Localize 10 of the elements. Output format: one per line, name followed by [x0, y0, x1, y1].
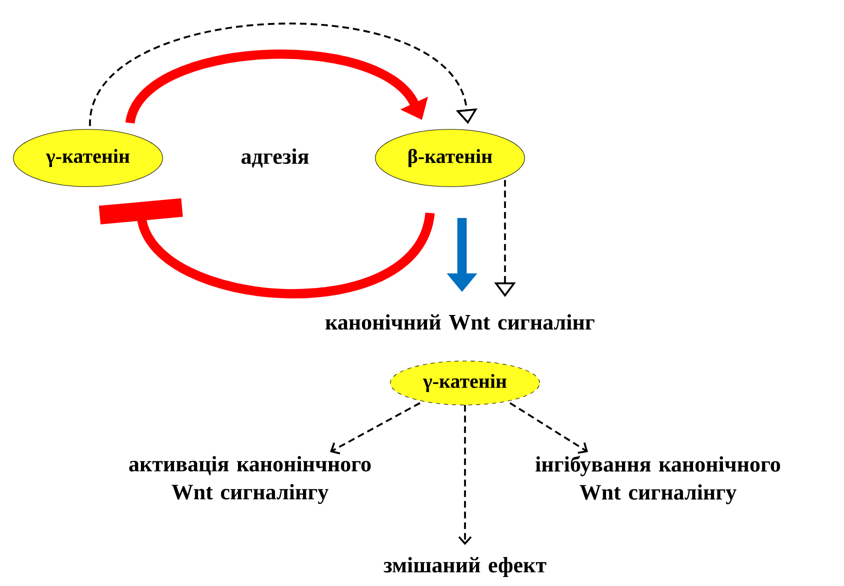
label-text: адгезія [242, 148, 309, 168]
arrow [458, 405, 472, 545]
outcome-text: інгібування канонічного Wnt сигналінгу [536, 456, 780, 504]
arrow [510, 402, 588, 454]
arrow [126, 50, 428, 125]
outcome-text: змішаний ефект [384, 557, 546, 577]
outcome-text: канонічний Wnt сигналінг [326, 314, 594, 330]
arrow [330, 402, 420, 454]
arrow [89, 22, 478, 126]
outcome-text: активація канонінчного Wnt сигналінгу [129, 456, 371, 504]
